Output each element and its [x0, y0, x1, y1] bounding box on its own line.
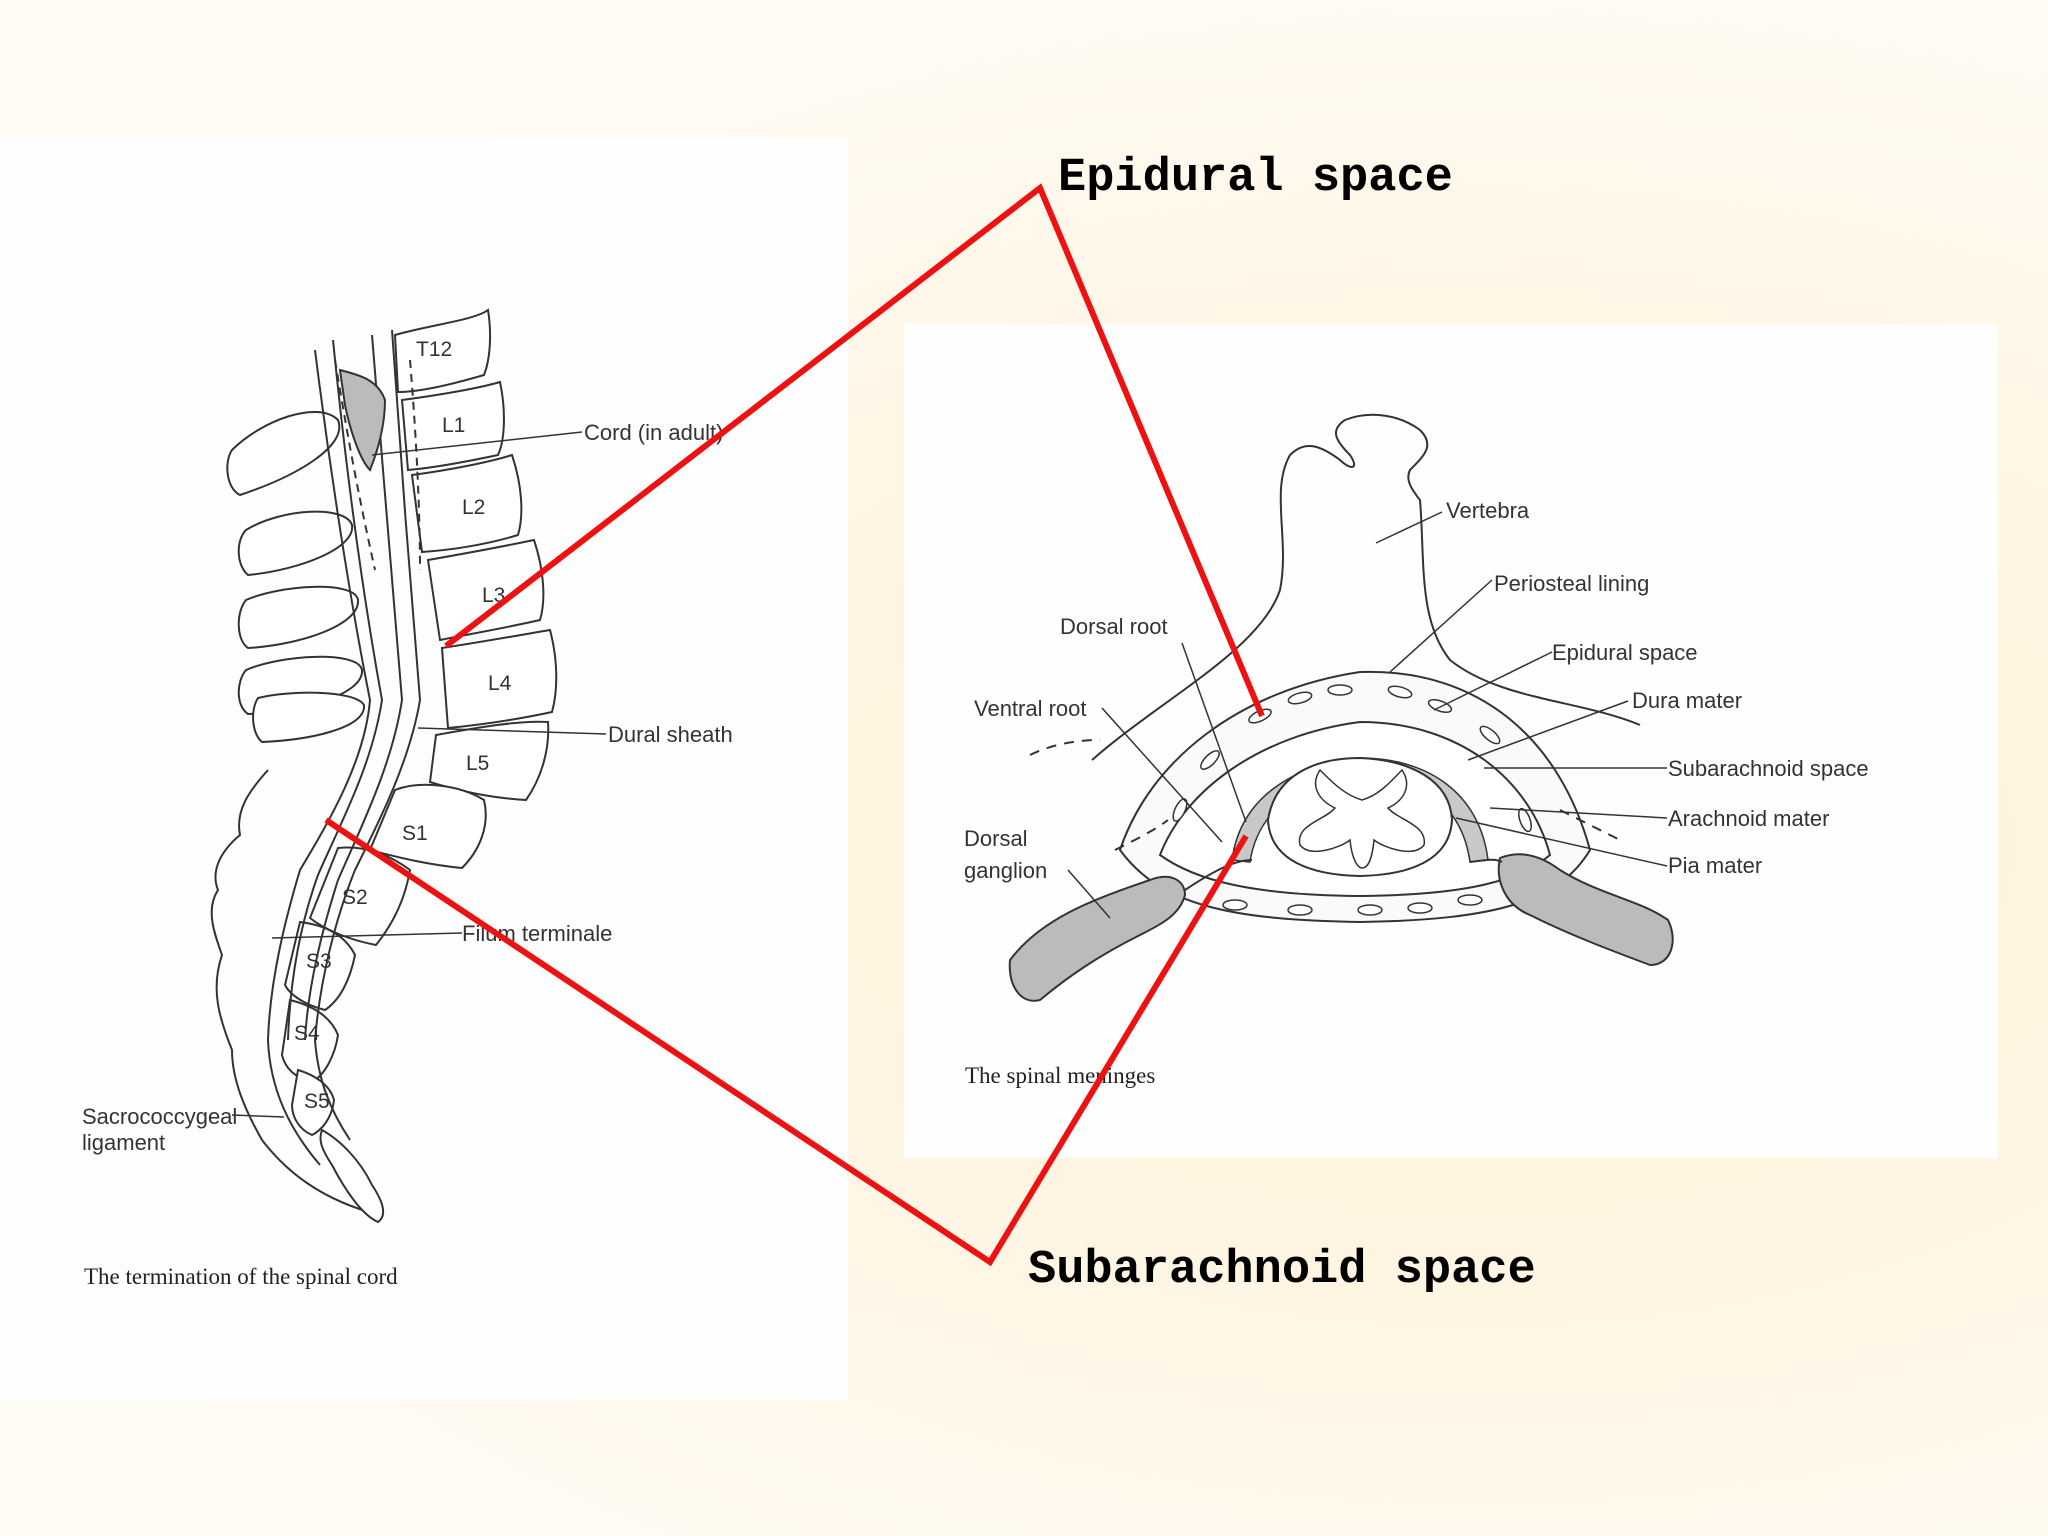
- label-dura-mater: Dura mater: [1632, 688, 1742, 713]
- vertebra-label-l1: L1: [442, 414, 465, 437]
- vertebra-labels: T12 L1 L2 L3 L4 L5 S1 S2 S3 S4 S5: [294, 338, 512, 1113]
- vertebra-label-s5: S5: [304, 1090, 330, 1113]
- vertebra-label-t12: T12: [416, 338, 452, 361]
- label-vertebra: Vertebra: [1446, 498, 1530, 523]
- right-leader-lines: [1067, 511, 1668, 919]
- grey-matter: [1298, 768, 1425, 869]
- label-epidural-space: Epidural space: [1552, 640, 1698, 665]
- epidural-callout-line: [444, 183, 1265, 718]
- caption-termination: The termination of the spinal cord: [84, 1264, 398, 1289]
- vertebra-label-s1: S1: [402, 822, 428, 845]
- cord-adult: [338, 368, 387, 472]
- spinal-canal: [266, 329, 422, 1166]
- sacrum-crest: [210, 769, 381, 1216]
- callout-subarachnoid-space: Subarachnoid space: [1028, 1244, 1536, 1297]
- vertebra-label-l5: L5: [466, 752, 489, 775]
- callout-epidural-space: Epidural space: [1058, 152, 1453, 205]
- vertebra-outline: [1091, 413, 1641, 761]
- left-leader-lines: [231, 431, 607, 1118]
- vertebra-label-s2: S2: [342, 886, 368, 909]
- label-arachnoid-mater: Arachnoid mater: [1668, 806, 1829, 831]
- label-pia-mater: Pia mater: [1668, 853, 1762, 878]
- label-periosteal-lining: Periosteal lining: [1494, 571, 1649, 596]
- label-dural-sheath: Dural sheath: [608, 722, 733, 747]
- spine-illustration: [210, 308, 558, 1224]
- label-dorsal-ganglion-line1: Dorsal: [964, 826, 1028, 851]
- spinous-processes: [226, 411, 366, 744]
- label-sacrococcygeal-line2: ligament: [82, 1130, 165, 1155]
- meninges-illustration: [1008, 413, 1674, 1002]
- vertebral-bodies: [280, 308, 558, 1224]
- dorsal-ganglion-left: [1008, 875, 1187, 1002]
- dura-dashed-outline: [334, 359, 421, 571]
- vertebra-label-s3: S3: [306, 950, 332, 973]
- vertebra-label-l4: L4: [488, 672, 512, 695]
- callout-lines: [324, 183, 1265, 1267]
- caption-spinal-meninges: The spinal meninges: [965, 1063, 1155, 1088]
- subarachnoid-callout-line: [324, 817, 1249, 1267]
- label-dorsal-root: Dorsal root: [1060, 614, 1168, 639]
- label-sacrococcygeal-line1: Sacrococcygeal: [82, 1104, 237, 1129]
- dorsal-ganglion-right: [1497, 853, 1674, 967]
- label-cord-in-adult: Cord (in adult): [584, 420, 723, 445]
- vertebra-label-s4: S4: [294, 1022, 320, 1045]
- label-subarachnoid-space: Subarachnoid space: [1668, 756, 1869, 781]
- epidural-fat-cells: [1172, 684, 1532, 916]
- label-dorsal-ganglion-line2: ganglion: [964, 858, 1047, 883]
- vertebra-label-l2: L2: [462, 496, 485, 519]
- label-ventral-root: Ventral root: [974, 696, 1087, 721]
